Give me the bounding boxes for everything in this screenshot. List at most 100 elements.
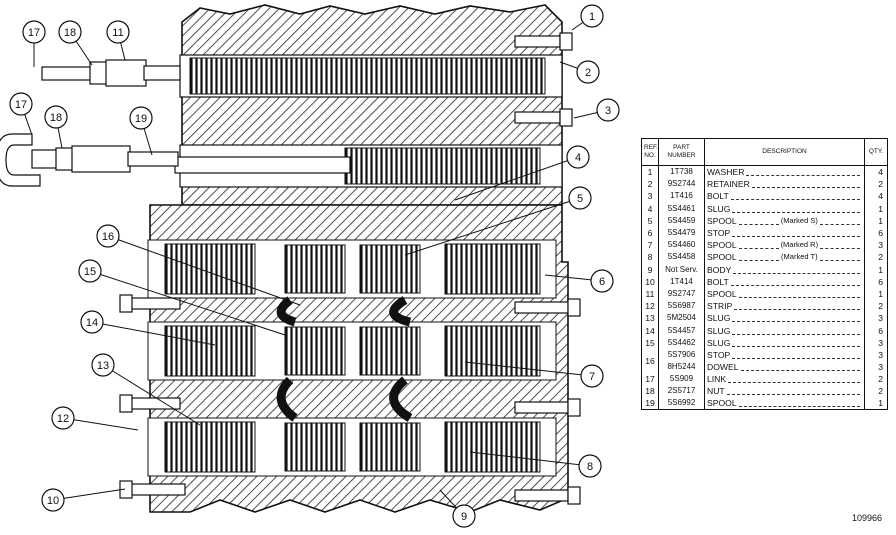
callout-number: 1 <box>589 11 595 23</box>
qty-value: 6 <box>878 228 883 239</box>
qty-value: 2 <box>878 252 883 263</box>
callout-circle <box>129 106 153 130</box>
part-number-value: 2S5717 <box>667 386 696 396</box>
callout-18: 18 <box>58 20 93 66</box>
dotted-leader <box>730 278 860 286</box>
dotted-leader <box>740 363 860 371</box>
callout-17: 17 <box>9 92 33 136</box>
description-name: NUT <box>707 386 725 397</box>
row-description: WASHER <box>704 165 865 179</box>
callout-17: 17 <box>22 20 46 67</box>
row-qty: 1 <box>864 263 888 276</box>
row-ref-no: 2 <box>641 178 659 191</box>
row-part-number: 5S6987 <box>658 300 705 313</box>
callout-number: 15 <box>84 266 96 278</box>
callout-number: 17 <box>28 27 40 39</box>
description-note: (Marked T) <box>781 252 818 262</box>
row-ref-no: 6 <box>641 226 659 240</box>
header-qty: QTY. <box>864 138 888 166</box>
description-name: BOLT <box>707 191 729 202</box>
part-number-value: 5S4457 <box>667 325 696 335</box>
row-ref-no: 14 <box>641 324 659 337</box>
callout-1: 1 <box>571 4 604 31</box>
part-number-value: 5S6992 <box>667 398 696 408</box>
callout-10: 10 <box>41 488 126 512</box>
row-description: RETAINER <box>704 178 865 191</box>
qty-value: 6 <box>878 325 883 336</box>
row-description: SLUG <box>704 202 865 215</box>
row-part-number: 9S2744 <box>658 178 705 191</box>
row-description: SPOOL(Marked R) <box>704 239 865 252</box>
callout-circle <box>578 454 602 478</box>
dotted-leader <box>819 253 861 262</box>
part-number-value: 5S4462 <box>667 337 696 347</box>
row-part-number: 9S2747 <box>658 287 705 301</box>
row-description: SPOOL(Marked S) <box>704 214 865 227</box>
callout-number: 11 <box>112 27 123 39</box>
row-part-number: 5S4458 <box>658 251 705 264</box>
qty-value: 3 <box>878 313 883 324</box>
row-qty: 2 <box>864 178 888 191</box>
row-description: LINK <box>704 372 865 385</box>
dotted-leader <box>732 229 860 238</box>
dotted-leader <box>746 168 860 177</box>
callout-circle <box>44 105 68 129</box>
spool-row-2 <box>147 321 557 381</box>
dotted-leader <box>738 217 779 225</box>
dotted-leader <box>820 241 861 250</box>
callout-number: 18 <box>50 112 62 124</box>
row-qty: 3 <box>864 239 888 252</box>
row-ref-no: 4 <box>641 202 659 215</box>
part-number-value: Not Serv. <box>665 264 698 274</box>
part-number-value: 1T416 <box>670 191 693 201</box>
callout-number: 8 <box>587 461 593 473</box>
callout-number: 3 <box>605 105 611 117</box>
callout-number: 9 <box>461 511 467 523</box>
row-ref-no: 1 <box>641 165 659 179</box>
description-name: SPOOL <box>707 252 737 263</box>
qty-value: 6 <box>878 276 883 287</box>
part-number-value: 5S4460 <box>667 240 696 250</box>
callout-circle <box>566 145 590 169</box>
row-part-number: 2S5717 <box>658 385 705 398</box>
callout-number: 2 <box>585 67 591 79</box>
qty-value: 2 <box>878 373 883 384</box>
callout-circle <box>590 269 614 293</box>
row-part-number: 5S4460 <box>658 239 705 252</box>
dotted-leader <box>751 180 860 189</box>
row-ref-no: 13 <box>641 312 659 325</box>
qty-value: 1 <box>878 264 883 275</box>
row-ref-no: 17 <box>641 372 659 385</box>
lower-linkage <box>0 133 179 187</box>
dotted-leader <box>728 375 860 383</box>
callout-circle <box>596 98 620 122</box>
callout-5: 5 <box>404 186 592 256</box>
part-number-value: 5S909 <box>669 373 694 383</box>
middle-spool-threads <box>344 147 541 185</box>
part-number-value: 5M2504 <box>667 313 696 323</box>
row-part-number: 1T416 <box>658 190 705 203</box>
callout-number: 18 <box>64 27 76 39</box>
callout-number: 14 <box>86 317 98 329</box>
row-part-number: 1T738 <box>658 165 705 179</box>
callout-3: 3 <box>573 98 620 122</box>
row-part-number: 5S4457 <box>658 324 705 337</box>
top-spool-threads <box>189 57 546 95</box>
qty-value: 3 <box>878 337 883 348</box>
callout-circle <box>580 4 604 28</box>
row-qty: 1 <box>864 214 888 227</box>
row-part-number: Not Serv. <box>658 263 705 276</box>
row-ref-no: 16 <box>641 348 659 373</box>
